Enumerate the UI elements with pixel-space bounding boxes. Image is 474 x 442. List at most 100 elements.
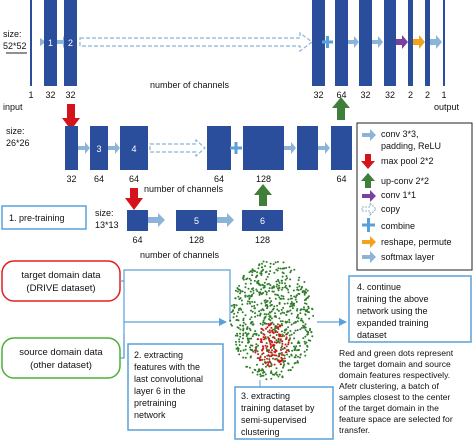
source-feature-dot [273,286,275,289]
source-feature-dot [266,275,269,278]
source-feature-dot [269,301,272,304]
source-feature-dot [264,265,267,268]
source-feature-dot [273,328,276,331]
row1-channels-label: number of channels [150,80,230,90]
source-feature-dot [236,318,239,321]
source-feature-dot [264,301,267,304]
source-feature-dot [257,267,260,270]
source-feature-dot [249,282,252,285]
step2-line: 2. extracting [134,350,183,360]
source-feature-dot [308,317,311,320]
source-feature-dot [281,324,284,327]
row2-ch-1: 32 [66,174,76,184]
target-feature-dot [281,345,283,348]
target-feature-dot [267,351,270,354]
source-feature-dot [250,349,253,352]
source-feature-dot [281,279,283,282]
source-feature-dot [300,317,303,320]
source-feature-dot [265,291,268,294]
source-feature-dot [283,331,286,334]
source-feature-dot [296,283,299,286]
source-feature-dot [291,349,294,352]
source-feature-dot [286,277,289,280]
source-feature-dot [305,302,308,305]
source-feature-dot [247,339,250,342]
target-feature-dot [268,329,271,332]
legend-softmax-icon [362,251,376,263]
source-feature-dot [278,282,281,284]
source-feature-dot [269,334,272,337]
source-domain-line1: source domain data [19,347,103,358]
source-feature-dot [300,286,303,289]
source-feature-dot [278,317,281,320]
target-feature-dot [277,355,280,358]
source-feature-dot [238,298,241,301]
source-feature-dot [242,337,244,340]
block-3 [90,126,108,170]
step3-line: 3. extracting [241,391,290,401]
source-feature-dot [281,282,284,285]
source-feature-dot [294,346,297,349]
source-feature-dot [303,292,306,295]
target-feature-dot [281,335,283,338]
row1-ch-4: 32 [313,90,323,100]
legend-maxpool-icon [361,154,375,169]
row2-ch-3: 64 [129,174,139,184]
source-feature-dot [285,287,288,290]
source-feature-dot [256,290,259,293]
source-feature-dot [268,358,271,361]
target-feature-dot [268,340,271,343]
source-feature-dot [239,292,241,295]
target-feature-dot [279,338,282,341]
target-feature-dot [273,363,276,366]
pretraining-box [1,205,87,230]
source-feature-dot [303,340,306,343]
conv-arrow [318,142,330,154]
source-feature-dot [295,354,297,357]
source-feature-dot [292,322,295,325]
source-feature-dot [273,347,275,350]
source-feature-dot [243,291,246,294]
source-feature-dot [258,293,261,296]
source-feature-dot [264,290,267,293]
target-feature-dot [261,349,264,352]
source-feature-dot [255,343,258,346]
source-feature-dot [233,305,236,308]
source-feature-dot [283,329,286,332]
source-feature-dot [292,289,295,292]
source-feature-dot [287,326,290,329]
source-feature-dot [269,284,272,287]
source-feature-dot [248,300,251,303]
source-feature-dot [268,282,270,285]
block-2 [64,0,77,86]
target-domain-box [1,260,121,302]
row1-ch-9: 2 [425,90,430,100]
source-feature-dot [278,296,281,299]
source-feature-dot [263,281,266,284]
source-feature-dot [281,271,284,274]
target-feature-dot [270,322,273,325]
decoder-block-a [312,0,325,86]
source-feature-dot [275,285,278,288]
target-feature-dot [257,353,260,356]
source-feature-dot [238,340,241,343]
source-feature-dot [302,321,305,324]
source-feature-dot [251,344,254,347]
source-feature-dot [293,345,295,348]
source-feature-dot [235,343,238,346]
source-feature-dot [285,328,288,331]
target-feature-dot [263,338,265,341]
row2-decoder-block-b [243,126,284,170]
source-feature-dot [276,304,278,307]
source-feature-dot [256,373,259,376]
source-feature-dot [254,307,256,310]
conv-arrow [217,213,234,227]
source-feature-dot [296,342,299,344]
source-feature-dot [302,324,304,327]
source-feature-dot [246,328,248,330]
source-feature-dot [297,279,300,282]
source-feature-dot [283,267,286,270]
caption-line: samples closest to the center [339,392,450,402]
source-feature-dot [270,317,273,320]
source-feature-dot [246,337,249,340]
